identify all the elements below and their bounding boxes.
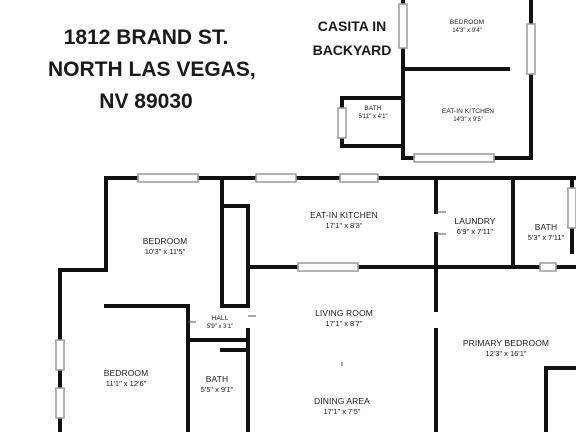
- room-dimensions: 5'9" x 3'1": [206, 324, 234, 330]
- casita-label-line-2: BACKYARD: [312, 42, 392, 58]
- room-dimensions: 17'1" x 8'7": [325, 319, 363, 328]
- room-name: LAUNDRY: [454, 216, 496, 226]
- room-name: HALL: [211, 315, 229, 322]
- room-laundry: LAUNDRY 6'9" x 7'11": [454, 216, 495, 237]
- room-dimensions: 10'3" x 11'5": [144, 247, 186, 256]
- room-name: BATH: [534, 222, 558, 232]
- room-dimensions: 5'5" x 9'1": [200, 385, 234, 394]
- room-name: BEDROOM: [103, 368, 149, 378]
- room-bath-2: BATH 5'5" x 9'1": [201, 374, 234, 395]
- main-house-windows: [55, 173, 576, 419]
- address-line-3: NV 89030: [99, 90, 193, 113]
- room-hall: HALL 5'9" x 3'1": [207, 314, 233, 331]
- casita-label: CASITA IN BACKYARD: [296, 14, 408, 62]
- room-name: DINING AREA: [314, 396, 370, 406]
- room-eat-in-kitchen: EAT-IN KITCHEN 17'1" x 8'3": [310, 210, 378, 231]
- casita-label-line-1: CASITA IN: [317, 18, 387, 34]
- room-bath-1: BATH 5'3" x 7'11": [528, 222, 564, 243]
- room-dimensions: 6'9" x 7'11": [456, 227, 494, 236]
- room-dimensions: 12'3" x 16'1": [485, 349, 527, 358]
- room-dimensions: 17'1" x 7'5": [323, 407, 361, 416]
- room-name: PRIMARY BEDROOM: [462, 338, 550, 348]
- room-dimensions: 5'11" x 4'1": [358, 114, 388, 120]
- room-dimensions: 5'3" x 7'11": [527, 233, 565, 242]
- room-name: EAT-IN KITCHEN: [441, 108, 495, 115]
- room-bedroom-3: BEDROOM 11'1" x 12'6": [104, 368, 149, 389]
- casita-windows: [337, 3, 536, 163]
- room-name: EAT-IN KITCHEN: [310, 210, 378, 220]
- room-bedroom-2: BEDROOM 10'3" x 11'5": [143, 236, 188, 257]
- property-address: 1812 BRAND ST. NORTH LAS VEGAS, NV 89030: [48, 22, 256, 118]
- room-name: BEDROOM: [142, 236, 188, 246]
- room-dining-area: DINING AREA 17'1" x 7'5": [314, 396, 370, 417]
- address-line-2: NORTH LAS VEGAS,: [48, 58, 256, 81]
- room-dimensions: 14'3" x 9'4": [452, 28, 482, 34]
- room-name: BATH: [364, 105, 382, 112]
- room-name: BATH: [205, 374, 229, 384]
- room-dimensions: 17'1" x 8'3": [325, 221, 363, 230]
- room-casita-bath: BATH 5'11" x 4'1": [358, 104, 387, 121]
- room-primary-bedroom: PRIMARY BEDROOM 12'3" x 16'1": [463, 338, 549, 359]
- room-living-room: LIVING ROOM 17'1" x 8'7": [315, 308, 373, 329]
- room-casita-bedroom: BEDROOM 14'3" x 9'4": [450, 18, 484, 35]
- room-dimensions: 14'3" x 9'5": [453, 117, 483, 123]
- door-swings: [188, 211, 446, 366]
- address-line-1: 1812 BRAND ST.: [63, 26, 229, 49]
- room-name: BEDROOM: [449, 19, 485, 26]
- room-name: LIVING ROOM: [315, 308, 373, 318]
- room-dimensions: 11'1" x 12'6": [105, 379, 147, 388]
- room-casita-kitchen: EAT-IN KITCHEN 14'3" x 9'5": [442, 107, 494, 124]
